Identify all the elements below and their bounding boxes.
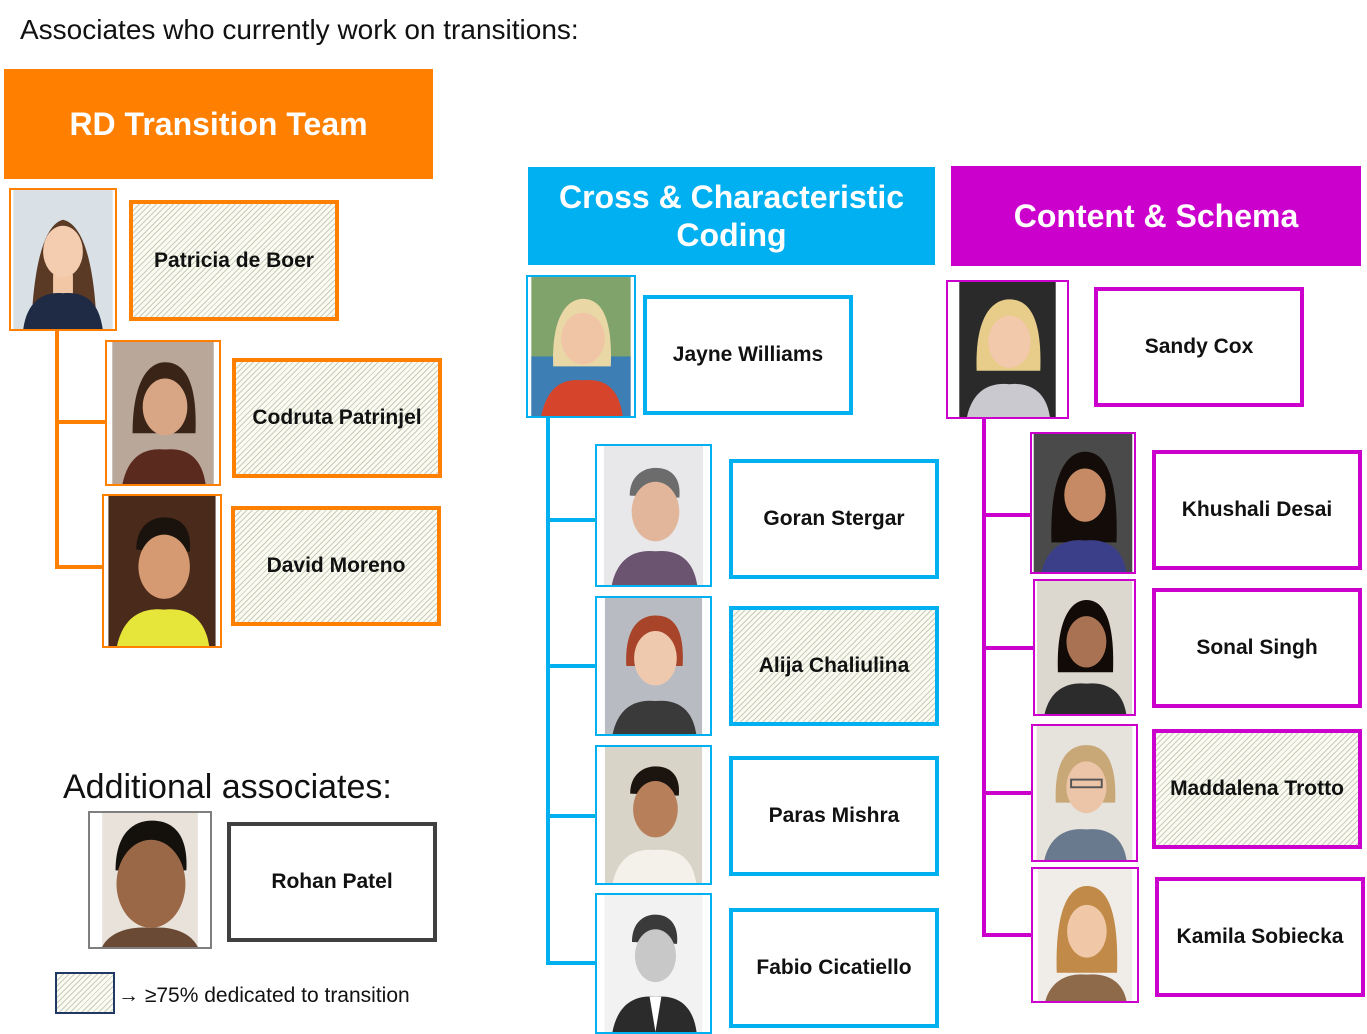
maddalena-photo bbox=[1031, 724, 1138, 862]
name-box-khushali: Khushali Desai bbox=[1152, 450, 1362, 570]
rd-team-header: RD Transition Team bbox=[4, 69, 433, 179]
david-photo bbox=[102, 494, 222, 648]
person-photo-icon bbox=[604, 598, 703, 734]
name-box-paras: Paras Mishra bbox=[729, 756, 939, 876]
person-photo-icon bbox=[604, 895, 703, 1032]
name-box-sonal: Sonal Singh bbox=[1152, 588, 1362, 708]
person-photo-icon bbox=[112, 342, 214, 484]
name-box-alija: Alija Chaliulina bbox=[729, 606, 939, 726]
person-photo-icon bbox=[603, 446, 704, 585]
person-photo-icon bbox=[102, 813, 198, 947]
legend-hatched-swatch bbox=[55, 972, 115, 1014]
name-box-rohan: Rohan Patel bbox=[227, 822, 437, 942]
patricia-photo bbox=[9, 188, 117, 331]
rd-connector bbox=[55, 330, 105, 569]
rohan-photo bbox=[88, 811, 212, 949]
person-photo-icon bbox=[1033, 434, 1133, 572]
additional-associates-heading: Additional associates: bbox=[63, 768, 392, 806]
cross-coding-header: Cross & Characteristic Coding bbox=[528, 167, 935, 265]
name-box-fabio: Fabio Cicatiello bbox=[729, 908, 939, 1028]
name-box-sandy: Sandy Cox bbox=[1094, 287, 1304, 407]
person-photo-icon bbox=[604, 747, 703, 883]
name-box-david: David Moreno bbox=[231, 506, 441, 626]
content-connector bbox=[982, 418, 1034, 937]
name-box-maddalena: Maddalena Trotto bbox=[1152, 729, 1362, 849]
person-photo-icon bbox=[1037, 581, 1132, 714]
paras-photo bbox=[595, 745, 712, 885]
person-photo-icon bbox=[531, 277, 631, 416]
codruta-photo bbox=[105, 340, 221, 486]
person-photo-icon bbox=[1036, 726, 1133, 860]
person-photo-icon bbox=[1037, 869, 1133, 1001]
name-box-goran: Goran Stergar bbox=[729, 459, 939, 579]
name-box-patricia: Patricia de Boer bbox=[129, 200, 339, 321]
sonal-photo bbox=[1033, 579, 1136, 716]
page-title: Associates who currently work on transit… bbox=[20, 14, 579, 45]
name-box-jayne: Jayne Williams bbox=[643, 295, 853, 415]
kamila-photo bbox=[1031, 867, 1139, 1003]
fabio-photo bbox=[595, 893, 712, 1034]
name-box-codruta: Codruta Patrinjel bbox=[232, 358, 442, 478]
khushali-photo bbox=[1030, 432, 1136, 574]
content-schema-header: Content & Schema bbox=[951, 166, 1361, 266]
alija-photo bbox=[595, 596, 712, 736]
jayne-photo bbox=[526, 275, 636, 418]
name-box-kamila: Kamila Sobiecka bbox=[1155, 877, 1365, 997]
sandy-photo bbox=[946, 280, 1069, 419]
cross-connector bbox=[546, 418, 596, 965]
legend-text: → ≥75% dedicated to transition bbox=[118, 984, 410, 1007]
person-photo-icon bbox=[108, 496, 216, 646]
person-photo-icon bbox=[959, 282, 1056, 417]
goran-photo bbox=[595, 444, 712, 587]
person-photo-icon bbox=[13, 190, 113, 329]
